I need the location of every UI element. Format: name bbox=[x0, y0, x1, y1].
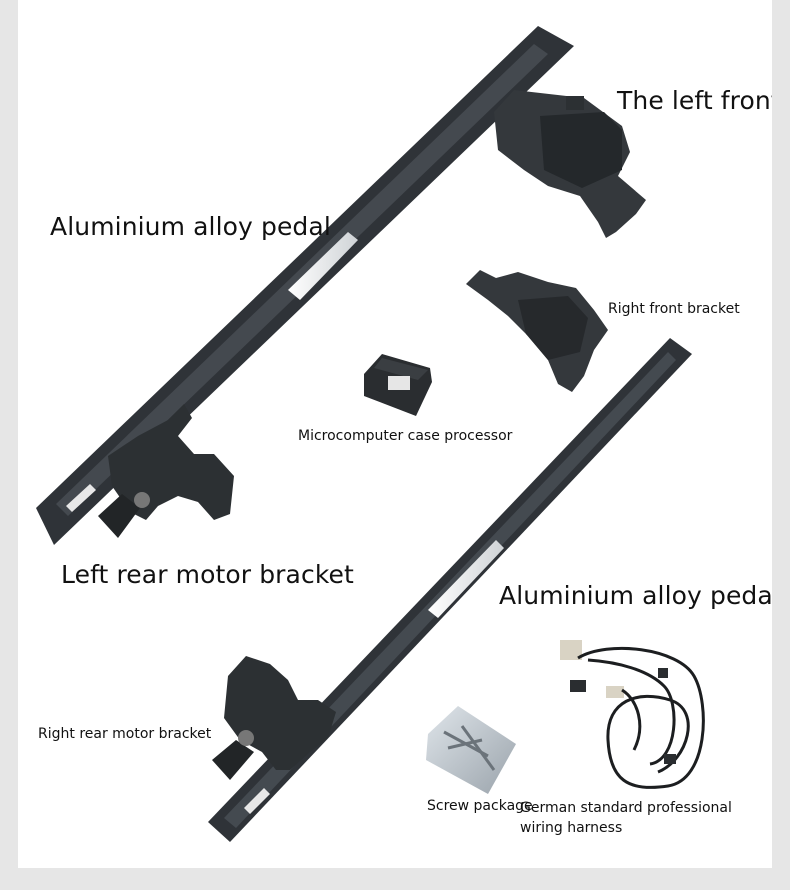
processor-box-icon bbox=[364, 354, 432, 416]
label-screw-package: Screw package bbox=[427, 798, 533, 814]
label-pedal-top: Aluminium alloy pedal bbox=[50, 212, 331, 241]
label-pedal-bottom: Aluminium alloy pedal bbox=[499, 581, 772, 610]
label-left-rear-motor: Left rear motor bracket bbox=[61, 560, 354, 589]
product-illustration bbox=[36, 26, 705, 842]
label-left-front: The left front bbox=[617, 86, 772, 115]
left-front-bracket-icon bbox=[494, 90, 646, 238]
left-rear-motor-bracket-icon bbox=[98, 404, 234, 538]
label-processor: Microcomputer case processor bbox=[298, 428, 513, 444]
label-right-front-bracket: Right front bracket bbox=[608, 301, 740, 317]
pedal-top-icon bbox=[36, 26, 574, 545]
label-right-rear-motor: Right rear motor bracket bbox=[38, 726, 212, 742]
label-wiring-harness: German standard professional wiring harn… bbox=[520, 798, 750, 838]
product-image: The left front Aluminium alloy pedal Rig… bbox=[18, 0, 772, 868]
screw-package-icon bbox=[426, 706, 516, 794]
wiring-harness-icon bbox=[560, 640, 705, 789]
right-rear-motor-bracket-icon bbox=[212, 656, 336, 780]
right-front-bracket-icon bbox=[466, 270, 608, 392]
label-wiring-harness-text: German standard professional wiring harn… bbox=[520, 800, 732, 836]
